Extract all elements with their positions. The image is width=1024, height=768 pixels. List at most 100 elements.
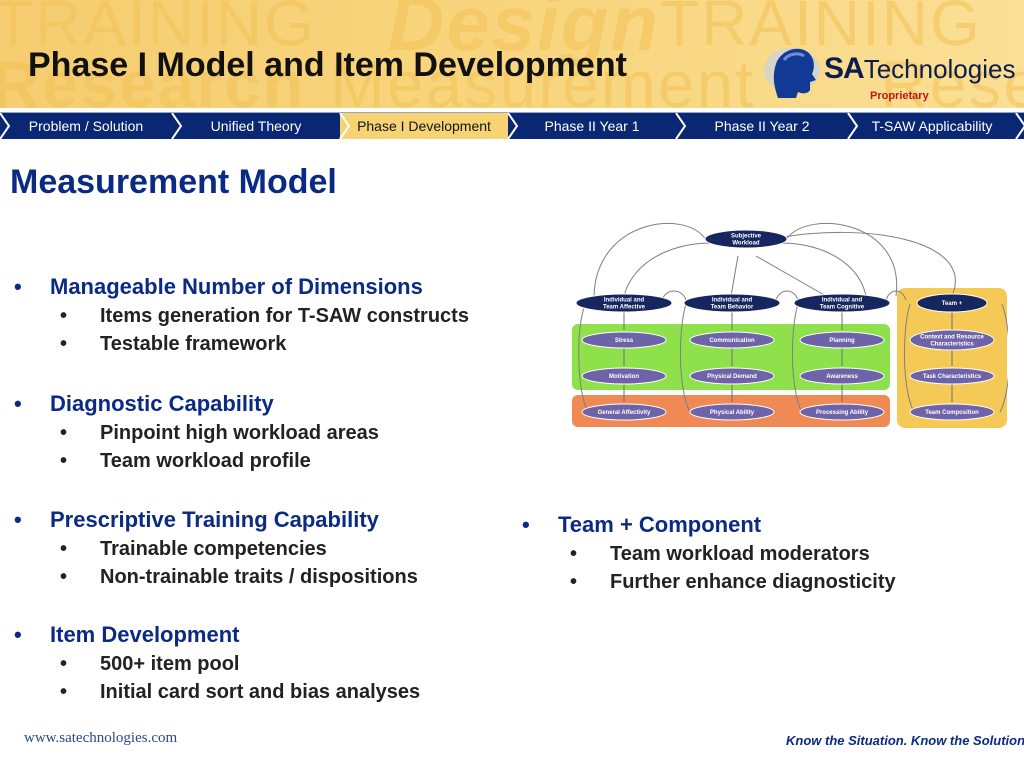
team-construct-node [909,367,995,385]
dimension-node-label: Team Behavior [711,305,754,311]
team-construct-node [909,403,995,421]
bullet-dot: • [60,333,68,355]
construct-node-label: Awareness [826,374,858,380]
bullet-heading: • Item Development [14,622,240,648]
logo-technologies: Technologies [863,54,1016,84]
team-construct-node-label: Team Composition [925,410,979,416]
dimension-node-label: Individual and [822,298,863,304]
nav-tab-phase-ii-year-2[interactable]: Phase II Year 2 [714,118,810,134]
construct-node [581,367,667,385]
bullet-dot: • [14,622,22,647]
bullet-dot: • [60,422,68,444]
subjective-workload-node [704,229,788,249]
watermark-text: Measurement [330,47,756,108]
nav-tab-problem-solution[interactable]: Problem / Solution [28,118,144,134]
construct-node [689,331,775,349]
bullet-heading-text: Item Development [50,622,240,647]
sub-bullet-text: Items generation for T-SAW constructs [100,305,469,327]
construct-node-label: Communication [709,338,755,344]
construct-node [689,403,775,421]
page-title: Phase I Model and Item Development [28,46,627,84]
nav-tab-phase-ii-year-1[interactable]: Phase II Year 1 [544,118,640,134]
construct-node-label: Planning [829,338,855,344]
bullet-heading-text: Prescriptive Training Capability [50,507,379,532]
bullet-dot: • [522,512,530,537]
connector [791,303,803,413]
connector [578,303,589,413]
subjective-workload-node-label: Subjective [731,234,762,240]
sub-bullet: • Initial card sort and bias analyses [60,681,421,704]
dimension-node [916,293,988,313]
nav-chevron [847,113,859,139]
connector [999,303,1008,413]
bullet-dot: • [60,538,68,560]
watermark-text: Research [880,47,1024,108]
construct-node-label: Physical Demand [707,374,757,380]
bullet-dot: • [60,305,68,327]
sub-bullet: •Team workload profile [60,450,311,473]
nav-tab-unified-theory[interactable]: Unified Theory [210,118,302,134]
sub-bullet: • Testable framework [60,333,287,356]
nav-chevron [339,113,351,139]
connector [755,255,827,297]
bullet-dot: • [60,681,68,703]
nav-chevron [0,113,11,139]
nav-separators [0,113,1024,139]
header-banner: TRAINING Design TRAINING Research Measur… [0,0,1024,108]
construct-node [581,403,667,421]
team-construct-node-label: Task Characteristics [923,374,982,380]
sub-bullet: • Non-trainable traits / dispositions [60,566,418,589]
nav-chevron [171,113,183,139]
dimension-node-label: Individual and [604,298,645,304]
connector [679,303,691,413]
construct-node-label: General Affectivity [598,410,651,416]
sub-bullet: • Items generation for T-SAW constructs [60,305,469,328]
bullet-heading-text: Team + Component [558,512,762,537]
team-construct-node-label: Context and Resource [920,335,984,341]
section-title: Measurement Model [10,163,337,201]
sub-bullet-text: Team workload moderators [610,543,870,565]
bullet-dot: • [60,566,68,588]
sub-bullet-text: Initial card sort and bias analyses [100,681,421,703]
bullet-dot: • [570,543,578,565]
sub-bullet-text: Non-trainable traits / dispositions [100,566,418,588]
sub-bullet-text: Trainable competencies [100,538,327,560]
connector [777,231,956,297]
team-construct-node-label: Characteristics [930,342,974,348]
sub-bullet-text: 500+ item pool [100,653,240,675]
connector [623,242,717,297]
sub-bullet: •500+ item pool [60,653,240,676]
nav-tab-t-saw-applicability[interactable]: T-SAW Applicability [871,118,993,134]
sub-bullet: •Further enhance diagnosticity [570,571,896,594]
dimension-node-label: Team Affective [603,305,646,311]
sub-bullet-text: Team workload profile [100,450,311,472]
navigation-bar: Problem / Solution Unified Theory Phase I … [0,112,1024,139]
construct-node [799,331,885,349]
dimension-node-label: Team + [942,301,963,307]
bullet-heading-text: Diagnostic Capability [50,391,274,416]
dimension-node-label: Individual and [712,298,753,304]
construct-node [799,403,885,421]
dimension-node-label: Team Cognitive [820,305,865,311]
bullet-dot: • [14,274,22,299]
sub-bullet-text: Testable framework [100,333,287,355]
watermark-text: Research [0,47,306,108]
construct-node-label: Processing Ability [816,410,869,416]
bullet-heading: • Team + Component [522,512,762,538]
connector [775,290,799,301]
nav-chevron [1015,113,1024,139]
dimension-node [793,293,891,313]
construct-node-label: Physical Ability [710,410,755,416]
watermark-text: Design [388,0,661,67]
sub-bullet-text: Pinpoint high workload areas [100,422,379,444]
logo-sa: SA [824,52,865,85]
proprietary-label: Proprietary [870,90,929,102]
website-link[interactable]: www.satechnologies.com [24,730,178,746]
construct-node [689,367,775,385]
connector [885,290,907,301]
logo-wordmark: SATechnologies [824,52,1015,86]
bullet-heading: •Manageable Number of Dimensions [14,274,423,300]
team-construct-node [909,329,995,351]
nav-tab-phase-i-development[interactable]: Phase I Development [340,113,508,139]
